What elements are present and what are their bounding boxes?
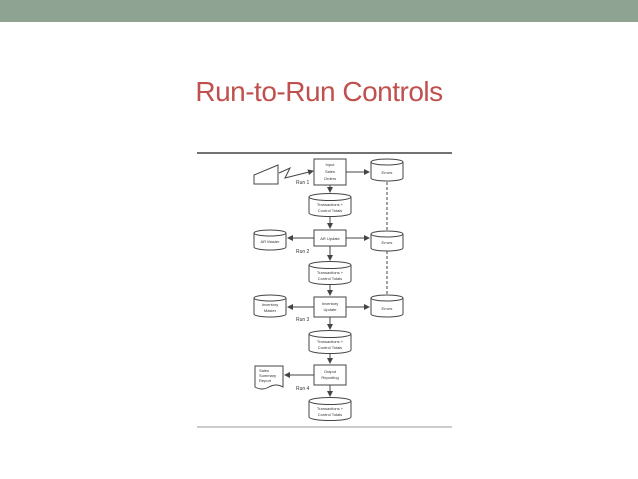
slide-title: Run-to-Run Controls — [195, 76, 443, 107]
zigzag-connector — [278, 166, 314, 179]
run-label-3: Run 3 — [296, 317, 310, 323]
input-label-3: Orders — [324, 176, 336, 181]
svg-text:Transactions +: Transactions + — [317, 270, 344, 275]
top-accent-bar — [0, 0, 638, 22]
transactions-cylinder-4: Transactions + Control Totals — [308, 397, 352, 421]
svg-text:Transactions +: Transactions + — [317, 202, 344, 207]
process-ar-update: AR Update — [313, 229, 347, 247]
svg-text:Summary: Summary — [259, 373, 276, 378]
transactions-cylinder-2: Transactions + Control Totals — [308, 261, 352, 285]
svg-text:Transactions +: Transactions + — [317, 406, 344, 411]
sales-summary-report-document: Sales Summary Report — [254, 365, 284, 390]
errors-cylinder-1: Errors — [370, 158, 404, 182]
input-label-1: Input — [326, 162, 336, 167]
svg-text:Output: Output — [324, 369, 337, 374]
svg-text:AR Master: AR Master — [261, 239, 281, 244]
errors-cylinder-2: Errors — [370, 230, 404, 252]
transactions-cylinder-1: Transactions + Control Totals — [308, 193, 352, 217]
process-output-reporting: Output Reporting — [313, 364, 347, 386]
svg-text:Errors: Errors — [382, 240, 393, 245]
inventory-master-cylinder: Inventory Master — [253, 294, 287, 318]
run-label-1: Run 1 — [296, 180, 310, 186]
manual-input-icon — [253, 164, 279, 185]
svg-text:Inventory: Inventory — [262, 302, 278, 307]
svg-text:Transactions +: Transactions + — [317, 339, 344, 344]
svg-text:Control Totals: Control Totals — [318, 345, 342, 350]
svg-text:Control Totals: Control Totals — [318, 276, 342, 281]
input-label-2: Sales — [325, 169, 335, 174]
run-label-2: Run 2 — [296, 249, 310, 255]
transactions-cylinder-3: Transactions + Control Totals — [308, 330, 352, 354]
svg-text:Master: Master — [264, 308, 277, 313]
process-input-sales-orders: Input Sales Orders — [313, 158, 347, 186]
svg-text:AR Update: AR Update — [320, 236, 340, 241]
svg-text:Update: Update — [324, 307, 338, 312]
svg-text:Control Totals: Control Totals — [318, 208, 342, 213]
ar-master-cylinder: AR Master — [253, 229, 287, 251]
svg-text:Control Totals: Control Totals — [318, 412, 342, 417]
svg-text:Reporting: Reporting — [321, 375, 338, 380]
svg-text:Errors: Errors — [382, 306, 393, 311]
svg-text:Errors: Errors — [382, 170, 393, 175]
errors-cylinder-3: Errors — [370, 294, 404, 318]
svg-text:Report: Report — [259, 378, 272, 383]
run-label-4: Run 4 — [296, 386, 310, 392]
process-inventory-update: Inventory Update — [313, 296, 347, 318]
svg-text:Inventory: Inventory — [322, 301, 338, 306]
svg-text:Sales: Sales — [259, 368, 269, 373]
